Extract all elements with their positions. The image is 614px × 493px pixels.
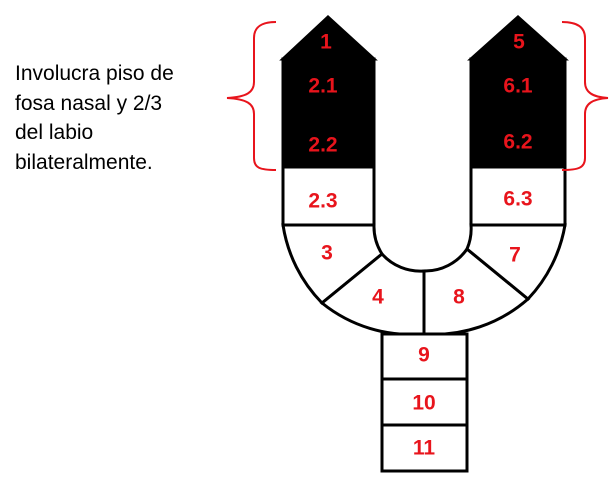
segment-9 <box>380 332 469 381</box>
right-brace <box>561 21 609 171</box>
segment-label-1: 1 <box>320 31 332 54</box>
segment-label-9: 9 <box>418 344 430 367</box>
segment-label-6-2: 6.2 <box>503 131 532 154</box>
caption-line-3: del labio <box>15 121 94 144</box>
segment-label-7: 7 <box>509 244 521 267</box>
caption-line-2: fosa nasal y 2/3 <box>15 91 163 115</box>
segment-10 <box>380 377 469 427</box>
caption-line-4: bilateralmente. <box>15 150 153 174</box>
caption: Involucra piso de fosa nasal y 2/3 del l… <box>15 59 220 177</box>
segment-label-5: 5 <box>513 31 525 54</box>
segment-11 <box>380 423 469 473</box>
caption-line-1: Involucra piso de <box>15 62 174 85</box>
segment-label-2-1: 2.1 <box>308 75 338 98</box>
segment-2-1 <box>281 57 376 113</box>
segment-6-2 <box>469 109 567 169</box>
left-brace <box>226 21 277 171</box>
segment-label-6-1: 6.1 <box>503 75 533 98</box>
segment-7 <box>465 223 567 302</box>
segment-label-2-3: 2.3 <box>308 190 337 213</box>
segment-label-6-3: 6.3 <box>503 188 532 211</box>
segment-label-10: 10 <box>412 392 435 415</box>
segment-label-11: 11 <box>413 437 436 460</box>
segment-label-3: 3 <box>321 242 333 265</box>
segment-2-2 <box>281 109 376 169</box>
segment-label-2-2: 2.2 <box>308 134 337 157</box>
segment-label-4: 4 <box>372 286 384 309</box>
segment-label-8: 8 <box>453 286 465 309</box>
